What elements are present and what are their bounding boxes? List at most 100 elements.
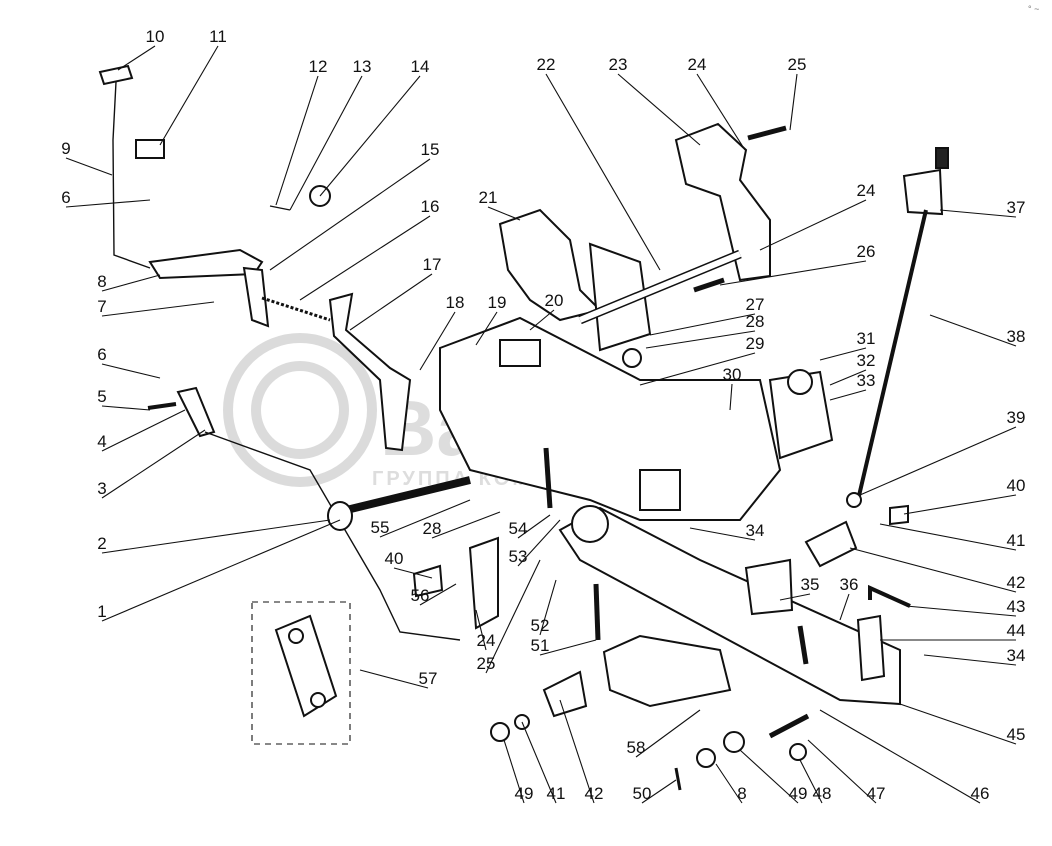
callout-label: 47 bbox=[867, 784, 886, 803]
watermark-ring-inner bbox=[251, 361, 349, 459]
leader-line bbox=[65, 157, 113, 176]
leader-line bbox=[319, 75, 421, 197]
vertical-bolt bbox=[543, 447, 553, 509]
inset-hole-top bbox=[288, 628, 304, 644]
callout-label: 52 bbox=[531, 616, 550, 635]
leader-line bbox=[269, 158, 431, 271]
callout-label: 10 bbox=[146, 27, 165, 46]
callout-label: 32 bbox=[857, 351, 876, 370]
arm-bolt bbox=[797, 625, 809, 665]
callout-label: 26 bbox=[857, 242, 876, 261]
callout-label: 28 bbox=[423, 519, 442, 538]
leader-line bbox=[789, 73, 798, 131]
leader-line bbox=[903, 494, 1017, 515]
callout-label: 49 bbox=[789, 784, 808, 803]
arm-support bbox=[744, 558, 794, 616]
callout-label: 8 bbox=[737, 784, 746, 803]
leader-line bbox=[729, 383, 733, 411]
leader-line bbox=[739, 749, 799, 804]
leader-lines bbox=[65, 45, 1017, 804]
callout-label: 6 bbox=[61, 188, 70, 207]
leader-line bbox=[859, 426, 1017, 496]
callout-label: 28 bbox=[746, 312, 765, 331]
leader-line bbox=[545, 73, 661, 271]
leader-line bbox=[689, 527, 756, 541]
leader-line bbox=[905, 605, 1017, 617]
stud-bolt bbox=[593, 583, 601, 641]
leader-line bbox=[929, 314, 1017, 347]
fork-bolt bbox=[147, 402, 177, 410]
callout-label: 5 bbox=[97, 387, 106, 406]
lift-arm bbox=[558, 505, 911, 706]
callout-label: 29 bbox=[746, 334, 765, 353]
callout-label: 43 bbox=[1007, 597, 1026, 616]
leader-line bbox=[379, 499, 471, 538]
callout-label: 50 bbox=[633, 784, 652, 803]
leader-line bbox=[521, 721, 557, 804]
leader-line bbox=[939, 209, 1017, 218]
leader-line bbox=[431, 511, 501, 539]
leader-line bbox=[849, 547, 1017, 593]
leader-line bbox=[503, 739, 525, 804]
callout-label: 24 bbox=[688, 55, 707, 74]
callout-label: 40 bbox=[1007, 476, 1026, 495]
bottom-nut bbox=[789, 743, 807, 761]
inset-hole-bottom bbox=[310, 692, 326, 708]
lower-assembly bbox=[327, 447, 810, 791]
callout-label: 39 bbox=[1007, 408, 1026, 427]
bottom-bolt bbox=[768, 713, 810, 739]
callout-label: 25 bbox=[477, 654, 496, 673]
vertical-rod-assembly bbox=[804, 147, 949, 568]
rod-fork bbox=[176, 386, 216, 438]
callout-label: 36 bbox=[840, 575, 859, 594]
screw bbox=[269, 205, 291, 211]
cross-shaft-core bbox=[578, 251, 742, 323]
leader-line bbox=[779, 593, 811, 601]
leader-line bbox=[649, 313, 756, 336]
callout-label: 57 bbox=[419, 669, 438, 688]
callout-label: 48 bbox=[813, 784, 832, 803]
bottom-bush bbox=[696, 748, 716, 768]
callout-label: 44 bbox=[1007, 621, 1026, 640]
clevis-bolt bbox=[889, 504, 909, 526]
callout-label: 8 bbox=[97, 272, 106, 291]
callout-label: 49 bbox=[515, 784, 534, 803]
leader-line bbox=[539, 639, 597, 656]
callout-label: 51 bbox=[531, 636, 550, 655]
leader-line bbox=[101, 519, 331, 554]
leader-line bbox=[289, 75, 363, 211]
callout-label: 27 bbox=[746, 295, 765, 314]
leader-line bbox=[475, 609, 487, 651]
callout-label: 21 bbox=[479, 188, 498, 207]
leader-line bbox=[419, 583, 457, 606]
callout-label: 9 bbox=[61, 139, 70, 158]
leader-line bbox=[485, 559, 541, 674]
leader-line bbox=[101, 409, 186, 452]
callout-label: 30 bbox=[723, 365, 742, 384]
leader-line bbox=[101, 274, 161, 292]
callout-label: 17 bbox=[423, 255, 442, 274]
callout-label: 7 bbox=[97, 297, 106, 316]
intermediate-lever bbox=[328, 292, 412, 452]
leader-line bbox=[475, 311, 498, 346]
right-bracket bbox=[674, 122, 771, 282]
leader-line bbox=[819, 347, 867, 361]
callout-label: 41 bbox=[547, 784, 566, 803]
leader-line bbox=[829, 369, 867, 386]
callout-label: 40 bbox=[385, 549, 404, 568]
leader-line bbox=[65, 199, 151, 208]
main-shaft bbox=[329, 476, 471, 518]
leader-line bbox=[349, 273, 433, 331]
leader-line bbox=[529, 309, 555, 331]
leader-line bbox=[639, 352, 756, 386]
leader-line bbox=[645, 330, 756, 349]
callout-label: 45 bbox=[1007, 725, 1026, 744]
lift-arm-body bbox=[558, 506, 901, 706]
leader-line bbox=[923, 654, 1017, 666]
inset-frame bbox=[251, 601, 351, 745]
pull-rod bbox=[204, 431, 461, 641]
callout-label: 6 bbox=[97, 345, 106, 364]
leader-line bbox=[117, 45, 156, 71]
leader-line bbox=[559, 699, 595, 804]
